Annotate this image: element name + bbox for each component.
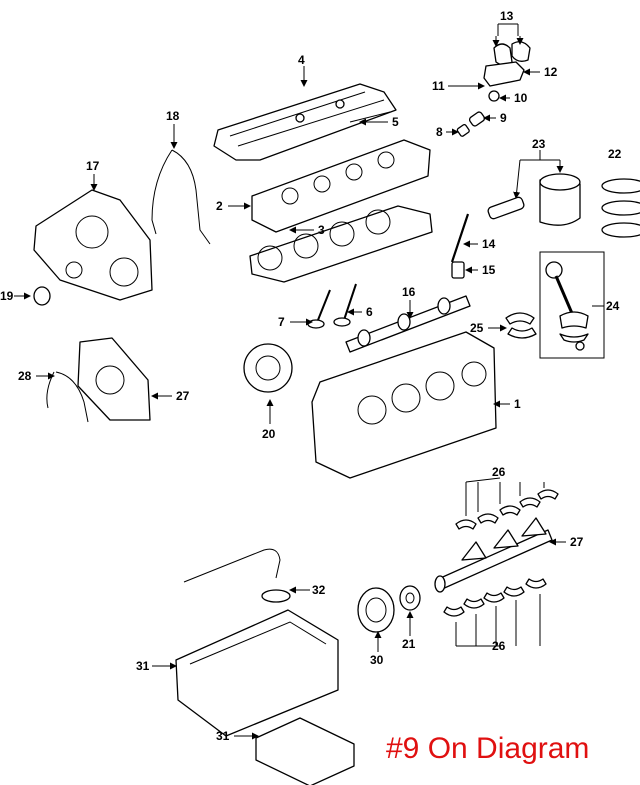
callout-23: 23 — [532, 137, 546, 151]
main-bearings-lower — [443, 578, 547, 617]
hydraulic-lifter — [451, 261, 465, 279]
rod-bearings — [505, 312, 537, 339]
piston-rings — [601, 178, 640, 238]
callout-17: 17 — [86, 159, 100, 173]
valve-cover — [213, 83, 397, 161]
callout-25: 25 — [470, 321, 484, 335]
callout-14: 14 — [482, 237, 496, 251]
valve-lifter — [456, 111, 486, 137]
cylinder-head — [251, 139, 431, 233]
timing-cover-gasket — [151, 149, 211, 245]
callout-2: 2 — [216, 199, 223, 213]
callout-31-upper: 31 — [136, 659, 150, 673]
main-bearings-upper — [455, 489, 559, 530]
callout-22: 22 — [608, 147, 622, 161]
callout-29: 28 — [18, 369, 32, 383]
head-gasket — [249, 205, 433, 283]
connecting-rod-box — [539, 251, 605, 359]
callout-9: 9 — [500, 111, 507, 125]
callout-31-lower: 31 — [216, 729, 230, 743]
callout-3: 3 — [318, 223, 325, 237]
leader-lines — [14, 23, 604, 740]
callout-30: 30 — [370, 653, 384, 667]
valve-cover-gasket — [349, 111, 391, 123]
callout-13: 13 — [500, 9, 514, 23]
crankshaft-gear — [399, 585, 421, 611]
callout-18: 18 — [166, 109, 180, 123]
callout-6: 6 — [366, 305, 373, 319]
engine-block — [311, 331, 497, 479]
callout-27: 27 — [570, 535, 584, 549]
callout-7: 7 — [278, 315, 285, 329]
callout-20: 20 — [262, 427, 276, 441]
callout-labels: 4 5 2 3 18 17 19 28 27 20 7 6 16 1 14 15… — [0, 9, 622, 743]
callout-26-upper: 26 — [492, 465, 506, 479]
callout-1: 1 — [514, 397, 521, 411]
callout-10: 10 — [514, 91, 528, 105]
callout-19: 19 — [0, 289, 14, 303]
front-crank-seal — [33, 286, 51, 306]
oil-pickup-tube — [183, 548, 291, 603]
callout-28: 27 — [176, 389, 190, 403]
oil-pan-lower — [255, 717, 355, 785]
callout-5: 5 — [392, 115, 399, 129]
diagram-caption: #9 On Diagram — [386, 732, 590, 765]
callout-21: 21 — [402, 637, 416, 651]
callout-8: 8 — [436, 125, 443, 139]
callout-26-lower: 26 — [492, 639, 506, 653]
camshaft-sprocket — [243, 343, 293, 393]
oil-pan-upper — [175, 609, 339, 737]
valves — [307, 283, 357, 329]
piston — [487, 173, 581, 226]
callout-12: 12 — [544, 65, 558, 79]
pushrod — [450, 213, 470, 263]
callout-4: 4 — [298, 53, 305, 67]
crankshaft — [434, 517, 553, 593]
timing-cover — [33, 189, 153, 301]
callout-32: 32 — [312, 583, 326, 597]
rocker-arm-assembly — [483, 41, 531, 102]
camshaft — [345, 295, 471, 353]
callout-15: 15 — [482, 263, 496, 277]
connecting-rod — [545, 261, 589, 351]
callout-24: 24 — [606, 299, 620, 313]
front-cover-plate — [77, 337, 151, 421]
harmonic-balancer — [357, 587, 395, 633]
callout-11: 11 — [432, 79, 445, 93]
callout-16: 16 — [402, 285, 416, 299]
